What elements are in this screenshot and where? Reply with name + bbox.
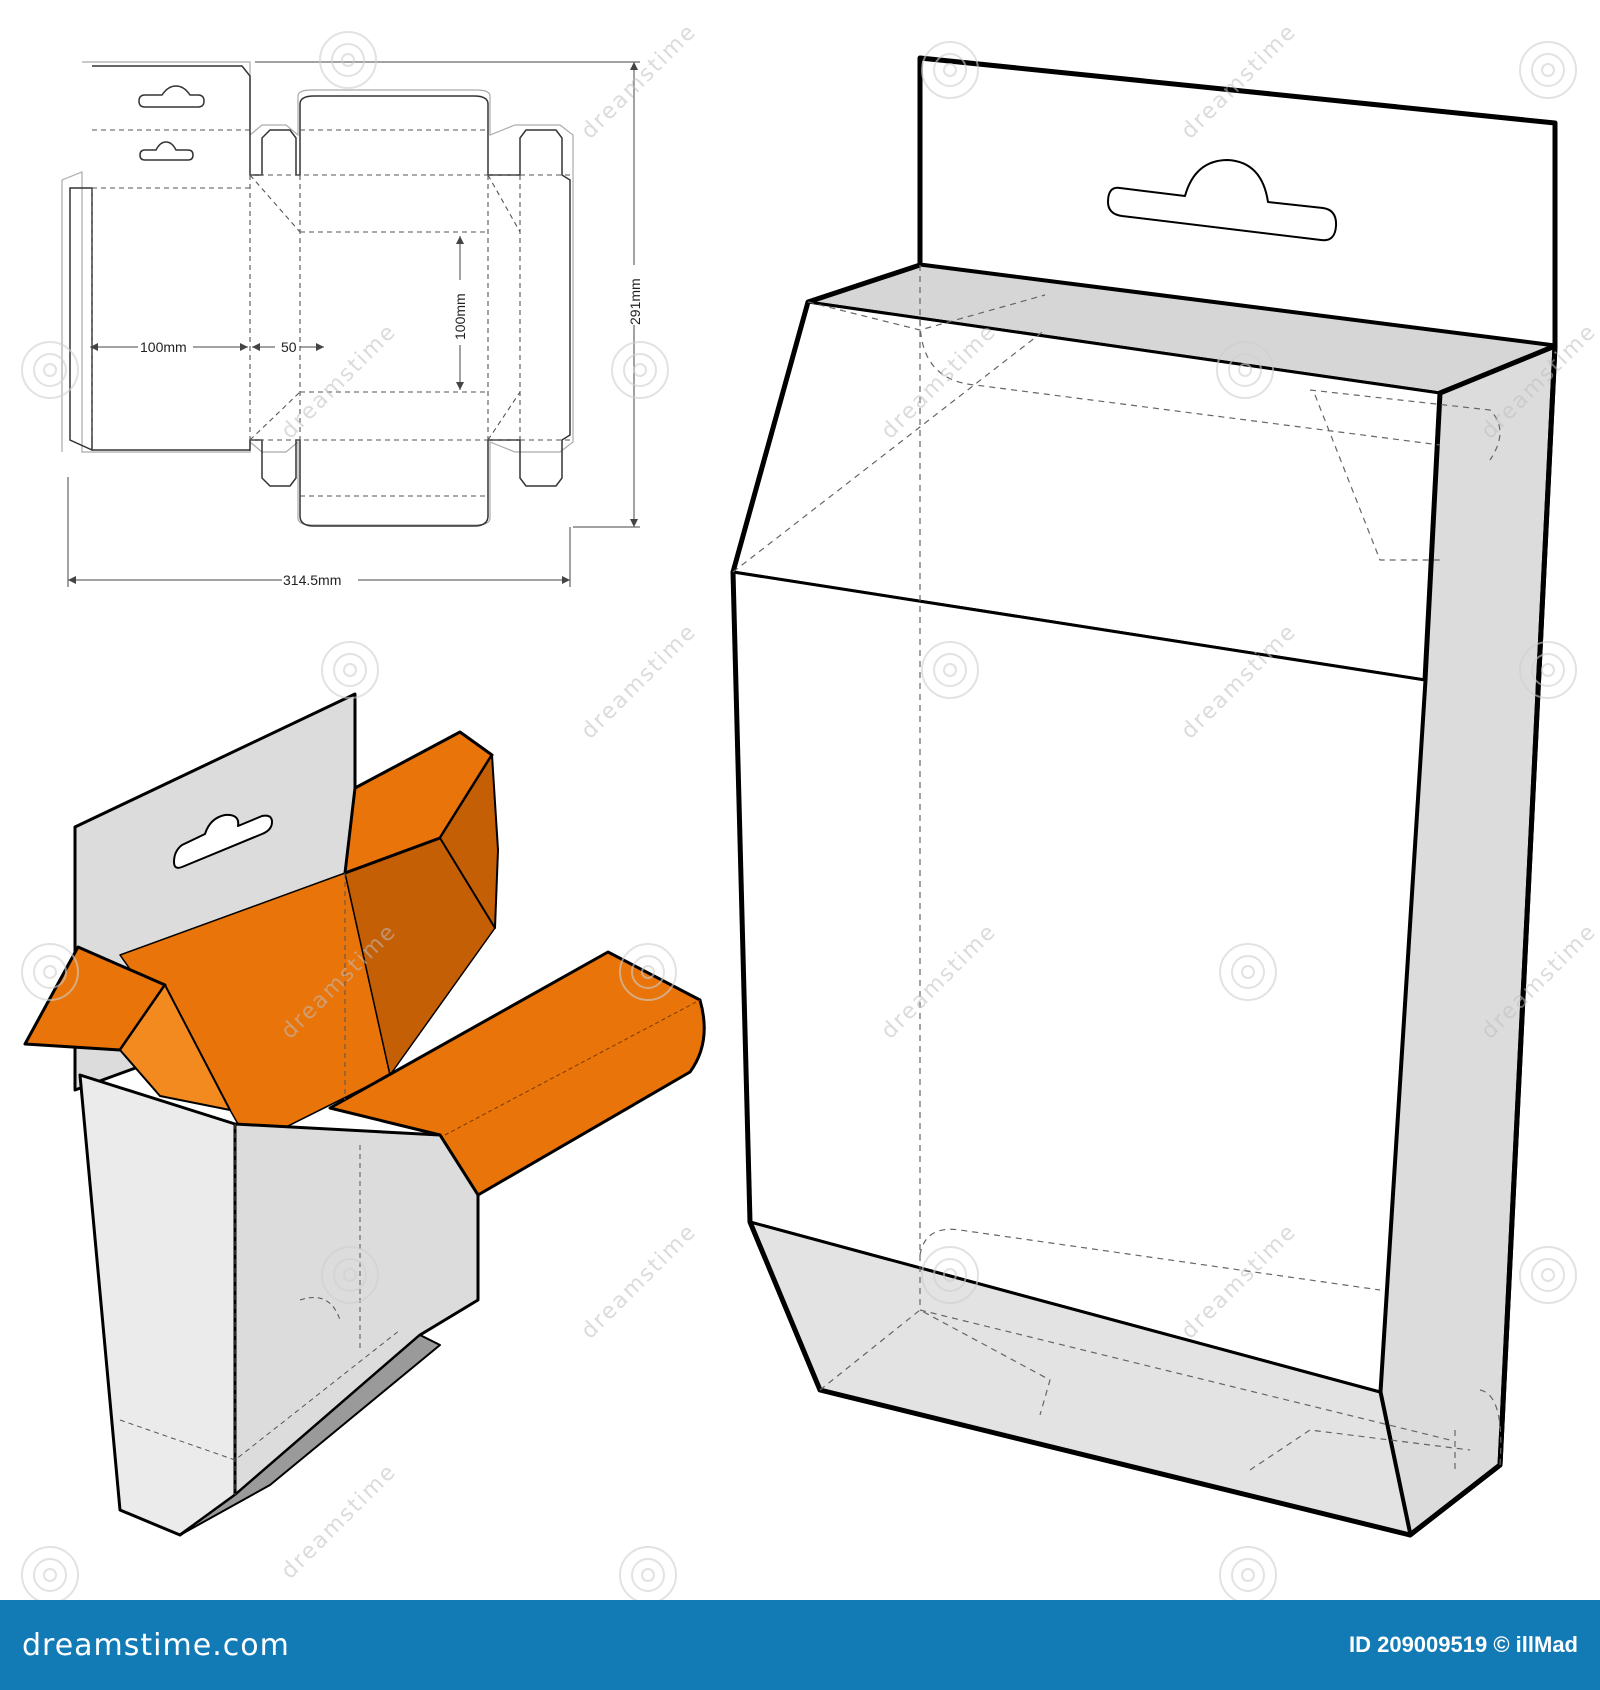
watermark-spiral-icons <box>21 31 1577 1600</box>
open-box-hang-hole <box>173 813 273 869</box>
dim-height-label: 100mm <box>452 293 468 340</box>
dieline-offset-outline <box>61 61 574 526</box>
dim-total-width-label: 314.5mm <box>283 572 341 588</box>
open-box-top-flap-side <box>439 754 499 929</box>
footer-bar: dreamstime.com ID 209009519 © illMad <box>0 1600 1600 1690</box>
dieline-hang-hole-2 <box>139 141 194 161</box>
dim-depth-label: 50 <box>281 339 297 355</box>
open-box-fold-lines <box>119 873 401 1495</box>
svg-text:dreamstime: dreamstime <box>577 1219 702 1344</box>
dieline-fold-lines <box>91 129 570 497</box>
svg-text:dreamstime: dreamstime <box>577 619 702 744</box>
dieline-hang-hole-1 <box>138 85 205 108</box>
image-id-credit: ID 209009519 © illMad <box>1348 1632 1578 1657</box>
open-box-front-face <box>78 1073 237 1537</box>
dim-total-height-label: 291mm <box>627 278 643 325</box>
dim-width-label: 100mm <box>140 339 187 355</box>
open-box-side-face <box>233 1122 480 1497</box>
dieline-back-panel <box>69 65 571 527</box>
closed-box-hidden-lines <box>732 265 1502 1471</box>
svg-text:dreamstime: dreamstime <box>277 319 402 444</box>
dieline-template <box>61 61 574 527</box>
svg-text:dreamstime: dreamstime <box>277 1459 402 1584</box>
closed-box-hang-hole <box>1107 159 1338 242</box>
open-box-left-flap-inner <box>119 984 231 1111</box>
open-box-lid-fold <box>444 999 701 1136</box>
svg-text:dreamstime: dreamstime <box>577 19 702 144</box>
open-box-bottom <box>179 1334 441 1536</box>
dieline-dimensions <box>67 61 640 587</box>
packaging-illustration: 100mm 50 100mm 291mm 314.5mm <box>21 19 1600 1600</box>
brand-logo-text[interactable]: dreamstime.com <box>22 1627 290 1663</box>
closed-box-illustration <box>730 55 1558 1538</box>
open-box-illustration <box>23 692 706 1537</box>
dieline-dimension-arrows <box>68 62 638 584</box>
closed-box-outline <box>730 262 1558 1538</box>
